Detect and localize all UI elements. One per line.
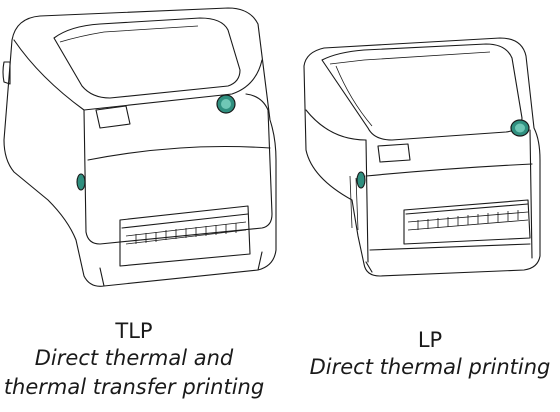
tlp-model-label: TLP [115, 319, 153, 343]
tlp-description-line-2: thermal transfer printing [3, 375, 265, 399]
tlp-description-line-1: Direct thermal and [34, 346, 234, 370]
lp-model-label: LP [417, 328, 443, 352]
lp-side-button-icon [356, 171, 366, 189]
lp-caption: LP Direct thermal printing [300, 327, 560, 382]
tlp-side-button-icon [76, 173, 86, 191]
lp-description-line-1: Direct thermal printing [309, 355, 551, 379]
tlp-caption: TLP Direct thermal and thermal transfer … [0, 318, 268, 402]
